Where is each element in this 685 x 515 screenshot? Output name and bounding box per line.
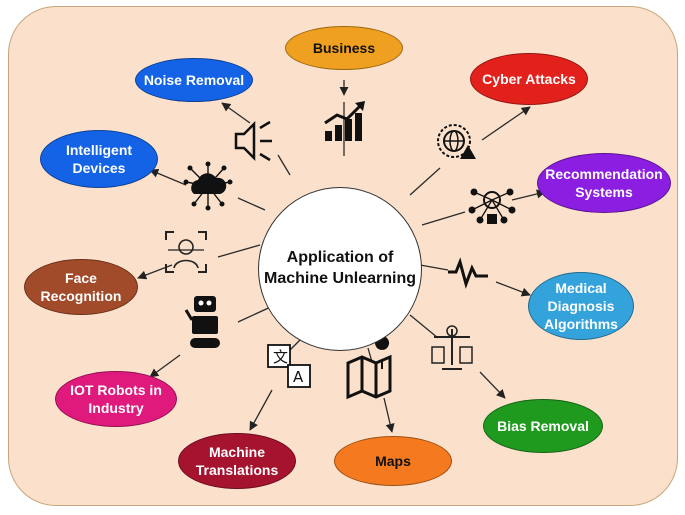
translate-icon: 文A (267, 344, 311, 388)
noise-removal-node: Noise Removal (135, 58, 253, 102)
cyber-attacks-node: Cyber Attacks (470, 53, 588, 105)
machine-translations-arrow (249, 389, 273, 431)
muted-speaker-icon (234, 120, 272, 162)
face-recognition-node: Face Recognition (24, 259, 138, 315)
machine-translations-connector-line (289, 339, 301, 351)
bias-removal-node: Bias Removal (483, 399, 603, 453)
central-hub: Application of Machine Unlearning (258, 187, 422, 351)
intelligent-devices-node: Intelligent Devices (40, 130, 158, 188)
maps-node: Maps (334, 436, 452, 486)
iot-robots-arrow (149, 354, 181, 378)
cyber-attacks-connector-line (409, 167, 441, 196)
noise-removal-arrow (221, 102, 251, 124)
intelligent-devices-connector-line (237, 197, 266, 211)
bias-removal-arrow (479, 371, 506, 399)
face-recognition-connector-line (217, 244, 261, 258)
bias-removal-connector-line (409, 314, 439, 339)
cloud-circuit-icon (183, 161, 233, 211)
cyber-attacks-arrow (481, 106, 531, 141)
globe-warning-icon (437, 124, 476, 159)
svg-text:A: A (293, 368, 304, 386)
robot-icon (184, 296, 220, 348)
heartbeat-icon (448, 257, 488, 289)
svg-text:文: 文 (273, 348, 288, 366)
recommendation-systems-node: Recommendation Systems (537, 153, 671, 213)
business-node: Business (285, 26, 403, 70)
recommendation-systems-connector-line (421, 211, 466, 226)
medical-diagnosis-node: Medical Diagnosis Algorithms (528, 272, 634, 340)
growth-chart-icon (324, 101, 365, 141)
noise-removal-connector-line (277, 154, 291, 176)
machine-translations-node: Machine Translations (178, 433, 296, 489)
scales-icon (431, 325, 473, 370)
recommendation-systems-arrow (511, 189, 546, 201)
intelligent-devices-arrow (149, 168, 187, 186)
medical-diagnosis-connector-line (419, 264, 449, 271)
face-scan-icon (165, 231, 207, 273)
maps-arrow (383, 397, 395, 433)
network-user-icon (468, 188, 516, 224)
iot-robots-node: IOT Robots in Industry (55, 371, 177, 427)
medical-diagnosis-arrow (495, 281, 531, 297)
